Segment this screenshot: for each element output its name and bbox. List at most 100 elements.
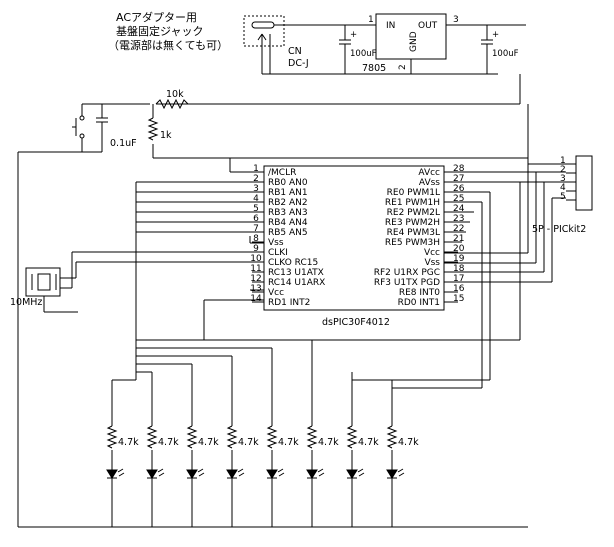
mcu-pin-name: AVss bbox=[419, 178, 440, 188]
mcu-pin-12: 12 RC14 U1ARX bbox=[250, 274, 325, 288]
regulator-7805: 1 IN OUT 3 GND 2 7805 bbox=[362, 13, 459, 74]
mcu-pin-number: 8 bbox=[253, 234, 259, 244]
led-resistor-value: 4.7k bbox=[238, 437, 259, 448]
output-capacitor-value: 100uF bbox=[492, 49, 519, 59]
pickit2-pin-1: 1 bbox=[560, 156, 566, 166]
dc-jack: CN DC-J bbox=[243, 15, 309, 74]
mcu-pin-24: 24 RE2 PWM2L bbox=[387, 204, 465, 218]
led-channel: 4.7k bbox=[226, 356, 259, 527]
crystal: 10MHz bbox=[10, 251, 264, 313]
svg-text:+: + bbox=[350, 30, 357, 40]
mcu-pin-number: 27 bbox=[453, 174, 464, 184]
pickit2-label: 5P - PICkit2 bbox=[532, 224, 586, 235]
mcu-pin-name: RB0 AN0 bbox=[268, 178, 308, 188]
mcu-pin-name: RE2 PWM2L bbox=[387, 208, 440, 218]
mcu-part-label: dsPIC30F4012 bbox=[322, 317, 390, 328]
svg-text:+: + bbox=[492, 30, 499, 40]
mcu-body bbox=[263, 165, 445, 311]
mcu-pin-16: 16 RE8 INT0 bbox=[399, 284, 465, 298]
mcu-pin-name: RE0 PWM1L bbox=[387, 188, 440, 198]
mcu-pin-number: 24 bbox=[453, 204, 465, 214]
mcu-pin-number: 18 bbox=[453, 264, 465, 274]
pickit2-pin-3: 3 bbox=[560, 174, 566, 184]
mcu-pin-number: 25 bbox=[453, 194, 464, 204]
mcu-pin-number: 2 bbox=[253, 174, 259, 184]
ac-adapter-note-line1: ACアダプター用 bbox=[116, 10, 197, 24]
regulator-part-label: 7805 bbox=[362, 63, 386, 74]
led-resistor-value: 4.7k bbox=[118, 437, 139, 448]
mcu-pin-name: RB3 AN3 bbox=[268, 208, 308, 218]
led-resistor-value: 4.7k bbox=[278, 437, 299, 448]
led-resistor-value: 4.7k bbox=[358, 437, 379, 448]
input-capacitor-value: 100uF bbox=[350, 49, 377, 59]
mcu-pin-number: 15 bbox=[453, 294, 464, 304]
mcu-pin-number: 14 bbox=[250, 294, 262, 304]
led-channel: 4.7k bbox=[146, 372, 179, 527]
mcu-pin-name: RC14 U1ARX bbox=[268, 278, 325, 288]
mcu-pin-15: 15 RD0 INT1 bbox=[398, 294, 465, 308]
mcu-pin-8: 8 Vss bbox=[252, 234, 284, 248]
reset-series-value: 1k bbox=[160, 130, 172, 141]
mcu-pin-number: 5 bbox=[253, 204, 259, 214]
mcu-pin-name: RE3 PWM2H bbox=[385, 218, 440, 228]
mcu-pin-number: 12 bbox=[250, 274, 261, 284]
crystal-frequency: 10MHz bbox=[10, 297, 42, 308]
dc-jack-label-type: DC-J bbox=[288, 58, 309, 69]
wiring: 10k 1k 0.1uF bbox=[10, 74, 566, 528]
led-resistor-value: 4.7k bbox=[318, 437, 339, 448]
reset-pullup-value: 10k bbox=[166, 89, 184, 100]
mcu-pin-number: 16 bbox=[453, 284, 465, 294]
mcu-pin-number: 9 bbox=[253, 244, 259, 254]
mcu-pin-19: 19 Vss bbox=[424, 254, 464, 268]
ac-adapter-note-line2: 基盤固定ジャック bbox=[116, 24, 203, 38]
mcu-pin-name: RF3 U1TX PGD bbox=[374, 278, 440, 288]
mcu-pin-3: 3 RB1 AN1 bbox=[252, 184, 308, 198]
mcu-pin-name: Vss bbox=[424, 258, 440, 268]
mcu-pin-name: RE5 PWM3H bbox=[385, 238, 440, 248]
mcu-pin-number: 4 bbox=[253, 194, 259, 204]
mcu-pin-number: 7 bbox=[253, 224, 259, 234]
mcu-pin-name: RB5 AN5 bbox=[268, 228, 308, 238]
mcu-pin-23: 23 RE3 PWM2H bbox=[385, 214, 465, 228]
mcu-pin-name: Vcc bbox=[424, 248, 440, 258]
input-capacitor: + 100uF bbox=[339, 25, 377, 74]
mcu-pin-number: 6 bbox=[253, 214, 259, 224]
mcu-pin-number: 3 bbox=[253, 184, 259, 194]
led-resistor-value: 4.7k bbox=[398, 437, 419, 448]
regulator-in-label: IN bbox=[386, 21, 395, 31]
led-channel: 4.7k bbox=[386, 380, 419, 527]
reset-cap-value: 0.1uF bbox=[110, 138, 137, 149]
pickit2-pin-4: 4 bbox=[560, 183, 566, 193]
mcu-pin-number: 13 bbox=[250, 284, 261, 294]
mcu-pin-number: 17 bbox=[453, 274, 464, 284]
mcu-pin-name: RF2 U1RX PGC bbox=[374, 268, 440, 278]
mcu-pin-13: 13 Vcc bbox=[250, 284, 284, 298]
mcu-pin-name: CLKI bbox=[268, 248, 288, 258]
mcu-pin-7: 7 RB5 AN5 bbox=[252, 224, 308, 238]
mcu-pin-5: 5 RB3 AN3 bbox=[252, 204, 308, 218]
mcu-pin-name: RC13 U1ATX bbox=[268, 268, 324, 278]
mcu-pin-number: 19 bbox=[453, 254, 465, 264]
mcu-pin-number: 26 bbox=[453, 184, 465, 194]
regulator-pin3-number: 3 bbox=[453, 15, 459, 25]
mcu-pin-name: Vss bbox=[268, 238, 284, 248]
mcu-pin-name: RD0 INT1 bbox=[398, 298, 440, 308]
regulator-pin2-number: 2 bbox=[398, 64, 408, 70]
pickit2-pin-5: 5 bbox=[560, 192, 566, 202]
led-resistor-value: 4.7k bbox=[198, 437, 219, 448]
mcu-pin-name: RE8 INT0 bbox=[399, 288, 440, 298]
mcu-pin-number: 22 bbox=[453, 224, 464, 234]
mcu-pin-number: 21 bbox=[453, 234, 464, 244]
mcu-pin-number: 1 bbox=[253, 164, 259, 174]
mcu-pin-name: RB1 AN1 bbox=[268, 188, 308, 198]
mcu-pin-number: 23 bbox=[453, 214, 464, 224]
mcu-pin-name: Vcc bbox=[268, 288, 284, 298]
